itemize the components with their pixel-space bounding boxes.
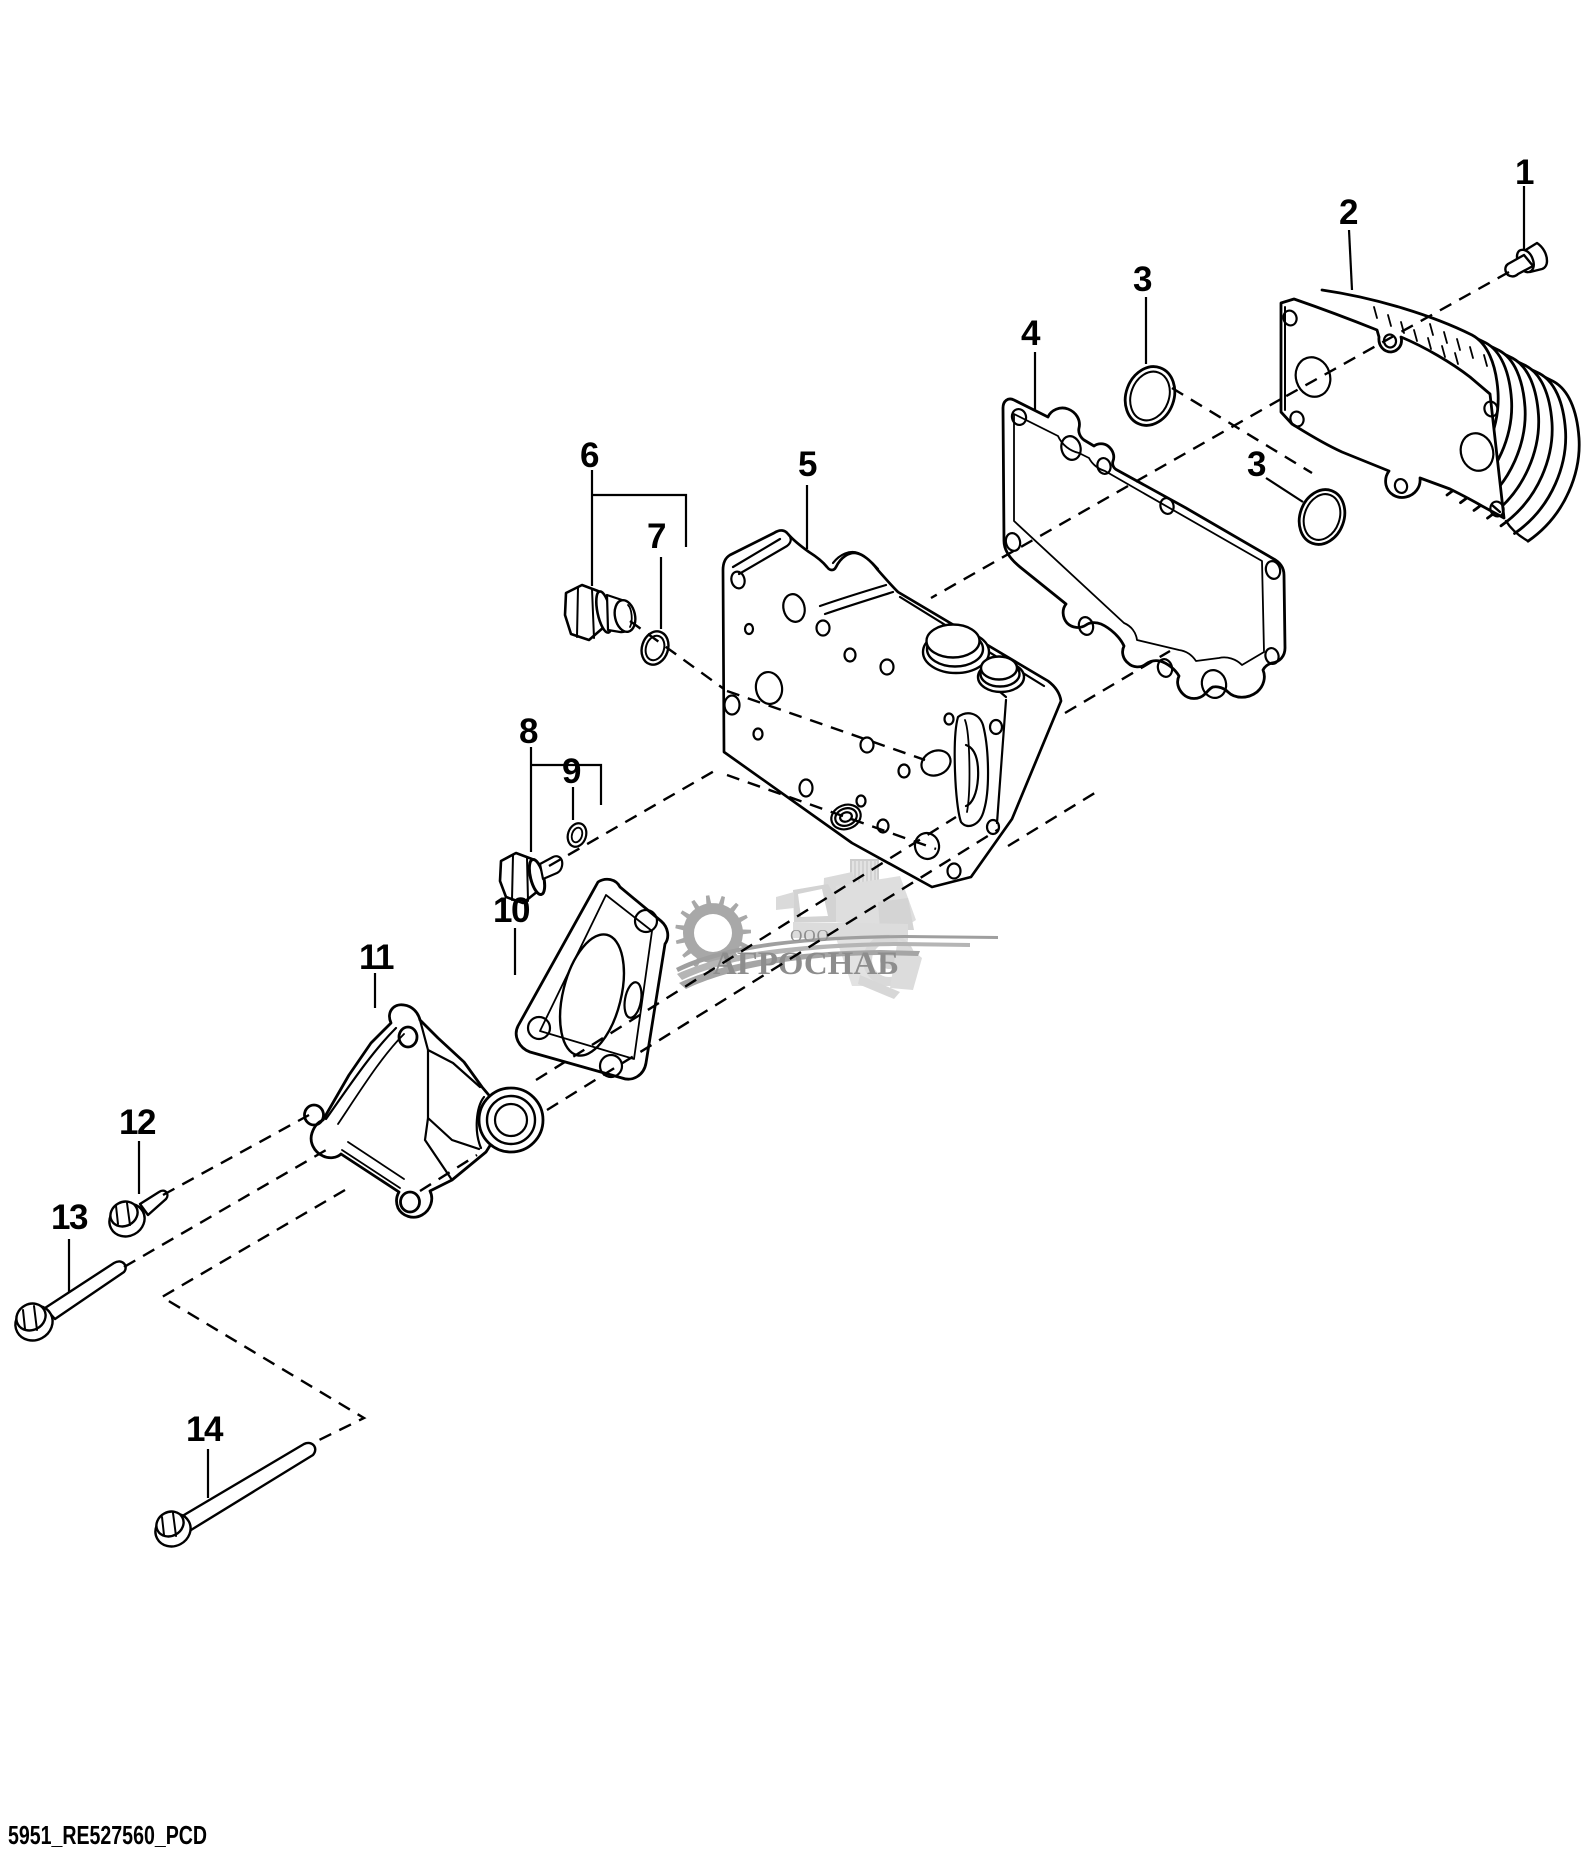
svg-text:7: 7 — [647, 517, 665, 556]
svg-text:3: 3 — [1247, 445, 1266, 484]
svg-text:5951_RE527560_PCD: 5951_RE527560_PCD — [8, 1820, 207, 1850]
svg-text:10: 10 — [493, 891, 530, 930]
svg-text:2: 2 — [1339, 193, 1358, 232]
svg-text:АГРОСНАБ: АГРОСНАБ — [713, 946, 899, 982]
svg-text:5: 5 — [798, 445, 817, 484]
svg-text:9: 9 — [562, 752, 581, 791]
svg-text:OOO: OOO — [790, 926, 830, 945]
svg-text:1: 1 — [1515, 153, 1534, 192]
svg-text:11: 11 — [359, 938, 394, 977]
svg-text:13: 13 — [51, 1198, 88, 1237]
svg-text:8: 8 — [519, 712, 538, 751]
svg-text:3: 3 — [1133, 260, 1152, 299]
svg-text:4: 4 — [1021, 314, 1041, 353]
svg-text:14: 14 — [186, 1410, 224, 1449]
svg-text:12: 12 — [119, 1103, 156, 1142]
svg-text:6: 6 — [580, 436, 599, 475]
